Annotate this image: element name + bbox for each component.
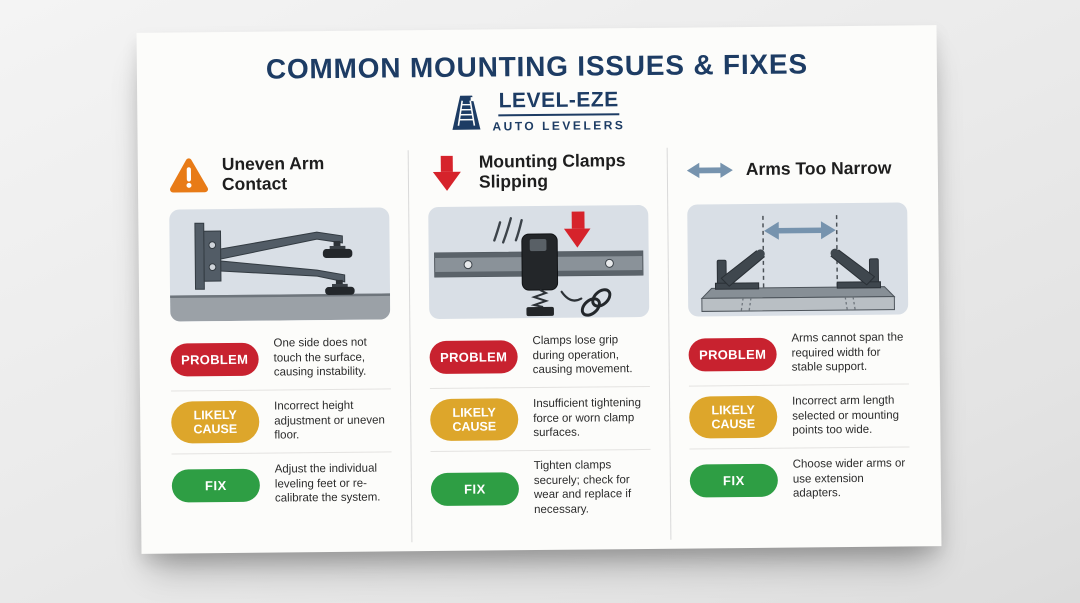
fix-badge: FIX [430, 472, 520, 507]
fix-badge: FIX [689, 463, 778, 498]
column-3-header: Arms Too Narrow [686, 146, 907, 194]
divider [688, 383, 909, 387]
logo-tagline: AUTO LEVELERS [492, 118, 626, 134]
logo-name: LEVEL-EZE [499, 88, 619, 117]
issue-columns: Uneven Arm Contact [138, 145, 942, 545]
infographic-card: COMMON MOUNTING ISSUES & FIXES LEVEL-EZE… [136, 25, 942, 554]
brand-logo: LEVEL-EZE AUTO LEVELERS [137, 86, 937, 137]
problem-text: One side does not touch the surface, cau… [273, 336, 367, 379]
page-title: COMMON MOUNTING ISSUES & FIXES [265, 48, 809, 85]
fix-text: Tighten clamps securely; check for wear … [533, 459, 632, 517]
clamp-slipping-illustration [428, 204, 650, 320]
divider [430, 448, 651, 453]
column-arms-too-narrow: Arms Too Narrow [666, 145, 930, 540]
down-arrow-icon [432, 155, 461, 191]
likely-cause-badge: LIKELY CAUSE [430, 398, 519, 442]
divider [429, 385, 650, 390]
column-1-header: Uneven Arm Contact [169, 150, 389, 198]
problem-text: Clamps lose grip during operation, causi… [532, 334, 633, 377]
column-mounting-clamps-slipping: Mounting Clamps Slipping [407, 147, 671, 543]
clamp-slipping-drawing [434, 211, 644, 317]
logo-text: LEVEL-EZE AUTO LEVELERS [492, 88, 626, 134]
fix-badge: FIX [171, 468, 261, 503]
column-2-title: Mounting Clamps Slipping [478, 150, 626, 192]
uneven-arm-illustration [169, 207, 391, 322]
divider [171, 451, 392, 455]
divider [170, 388, 391, 392]
likely-cause-row: LIKELY CAUSE Incorrect arm length select… [689, 392, 909, 440]
likely-cause-text: Incorrect height adjustment or uneven fl… [274, 399, 385, 442]
fix-row: FIX Choose wider arms or use extension a… [689, 455, 910, 503]
fix-row: FIX Tighten clamps securely; check for w… [430, 458, 652, 519]
arms-too-narrow-drawing [700, 215, 896, 312]
problem-badge: PROBLEM [429, 339, 518, 374]
warning-triangle-icon [170, 158, 209, 193]
likely-cause-badge: LIKELY CAUSE [171, 400, 260, 444]
problem-badge: PROBLEM [688, 337, 777, 372]
likely-cause-text: Incorrect arm length selected or mountin… [792, 394, 900, 437]
likely-cause-text: Insufficient tightening force or worn cl… [533, 396, 641, 440]
arms-too-narrow-illustration [687, 202, 909, 317]
divider [689, 446, 910, 450]
ladder-jack-icon [452, 95, 481, 130]
fix-text: Choose wider arms or use extension adapt… [792, 457, 906, 500]
chain-link-icon [580, 288, 612, 317]
problem-row: PROBLEM Arms cannot span the required wi… [688, 330, 908, 378]
problem-row: PROBLEM Clamps lose grip during operatio… [429, 332, 649, 380]
uneven-arm-drawing [170, 222, 391, 322]
likely-cause-row: LIKELY CAUSE Insufficient tightening for… [430, 395, 650, 443]
problem-row: PROBLEM One side does not touch the surf… [170, 334, 390, 382]
problem-text: Arms cannot span the required width for … [791, 331, 904, 374]
horizontal-double-arrow-icon [686, 162, 733, 179]
column-1-title: Uneven Arm Contact [221, 153, 325, 195]
fix-text: Adjust the individual leveling feet or r… [274, 462, 381, 505]
column-3-title: Arms Too Narrow [745, 157, 892, 180]
likely-cause-row: LIKELY CAUSE Incorrect height adjustment… [171, 397, 391, 445]
problem-badge: PROBLEM [170, 342, 259, 377]
likely-cause-badge: LIKELY CAUSE [689, 395, 778, 439]
column-uneven-arm-contact: Uneven Arm Contact [150, 150, 412, 544]
fix-row: FIX Adjust the individual leveling feet … [171, 460, 392, 508]
column-2-header: Mounting Clamps Slipping [428, 148, 648, 196]
